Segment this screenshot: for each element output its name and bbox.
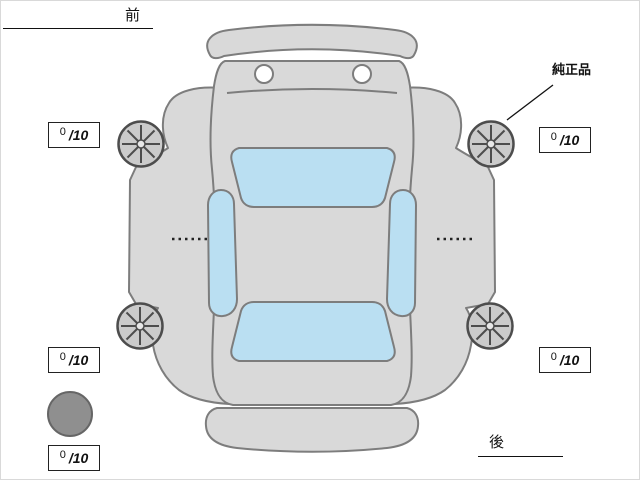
tire-score-front-left-value: 0 bbox=[59, 126, 66, 138]
front-left-wheel-icon bbox=[117, 120, 165, 168]
genuine-part-label: 純正品 bbox=[552, 62, 592, 77]
front-bumper bbox=[206, 23, 418, 60]
tire-score-spare-value: 0 bbox=[59, 449, 66, 461]
rear-right-wheel-icon bbox=[466, 302, 514, 350]
tire-score-rear-right: 0 /10 bbox=[539, 347, 591, 373]
tire-score-front-right: 0 /10 bbox=[539, 127, 591, 153]
tire-score-spare-max: /10 bbox=[68, 450, 89, 466]
hood-line bbox=[226, 88, 398, 94]
left-side-window bbox=[207, 189, 238, 318]
rear-underline bbox=[478, 456, 563, 457]
front-underline bbox=[3, 28, 153, 29]
hood-circle-right bbox=[352, 64, 372, 84]
rear-window bbox=[230, 301, 396, 362]
tire-score-front-right-value: 0 bbox=[550, 131, 557, 143]
tire-score-rear-right-max: /10 bbox=[559, 352, 580, 368]
tire-score-rear-left-max: /10 bbox=[68, 352, 89, 368]
genuine-part-pointer-line bbox=[506, 84, 554, 121]
rear-left-wheel-icon bbox=[116, 302, 164, 350]
tire-score-spare: 0 /10 bbox=[48, 445, 100, 471]
windshield bbox=[230, 147, 396, 208]
spare-tire-icon bbox=[47, 391, 93, 437]
tire-score-rear-left: 0 /10 bbox=[48, 347, 100, 373]
front-right-wheel-icon bbox=[467, 120, 515, 168]
tire-score-rear-left-value: 0 bbox=[59, 351, 66, 363]
hood-circle-left bbox=[254, 64, 274, 84]
tire-score-rear-right-value: 0 bbox=[550, 351, 557, 363]
tire-score-front-left-max: /10 bbox=[68, 127, 89, 143]
rear-label: 後 bbox=[489, 434, 505, 451]
front-label: 前 bbox=[125, 7, 141, 24]
tire-score-front-right-max: /10 bbox=[559, 132, 580, 148]
rear-bumper bbox=[204, 407, 420, 453]
right-side-window bbox=[386, 189, 417, 318]
tire-score-front-left: 0 /10 bbox=[48, 122, 100, 148]
